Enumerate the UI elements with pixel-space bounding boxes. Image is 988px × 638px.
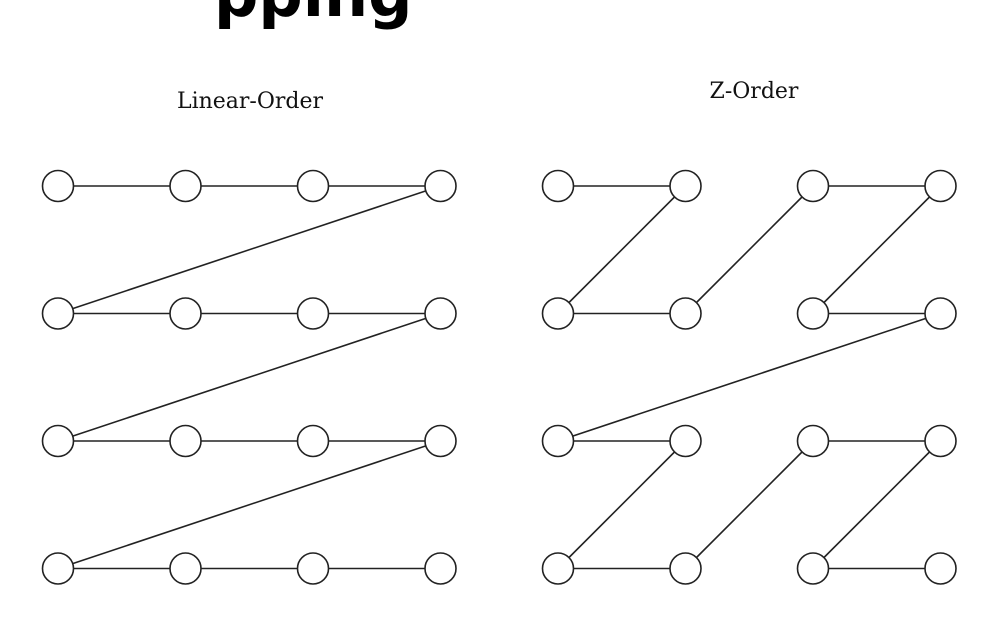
linear-order-node	[169, 297, 202, 330]
z-order-panel	[541, 169, 957, 585]
linear-order-node	[424, 552, 457, 585]
linear-order-node	[41, 297, 75, 330]
linear-order-node	[169, 424, 202, 458]
linear-order-node	[41, 169, 75, 203]
linear-order-node	[424, 424, 457, 458]
linear-order-node	[296, 297, 330, 330]
linear-order-panel	[41, 169, 457, 585]
z-order-node	[924, 297, 957, 330]
z-order-node	[541, 297, 575, 330]
linear-order-edge	[57, 185, 441, 315]
z-order-edge	[812, 185, 942, 315]
linear-order-node	[296, 424, 330, 458]
z-order-title: Z-Order	[709, 79, 799, 104]
z-order-node	[669, 169, 702, 203]
z-order-edge	[684, 440, 814, 570]
z-order-node	[924, 552, 957, 585]
z-order-edge	[812, 440, 942, 570]
linear-order-node	[41, 424, 75, 458]
z-order-node	[796, 552, 830, 585]
z-order-node	[796, 169, 830, 203]
linear-order-node	[41, 552, 75, 585]
linear-order-node	[296, 552, 330, 585]
z-order-node	[541, 169, 575, 203]
linear-order-edge	[57, 312, 441, 442]
linear-order-node	[169, 552, 202, 585]
z-order-node	[924, 169, 957, 203]
linear-order-node	[169, 169, 202, 203]
z-order-node	[924, 424, 957, 458]
z-order-node	[541, 424, 575, 458]
linear-order-node	[424, 169, 457, 203]
linear-order-node	[296, 169, 330, 203]
linear-order-edge	[57, 440, 441, 570]
z-order-node	[796, 297, 830, 330]
z-order-edge	[557, 440, 687, 570]
z-order-edge	[684, 185, 814, 315]
z-order-edge	[557, 185, 687, 315]
z-order-edge	[557, 312, 941, 442]
z-order-node	[669, 552, 702, 585]
z-order-node	[796, 424, 830, 458]
z-order-node	[669, 297, 702, 330]
linear-order-node	[424, 297, 457, 330]
linear-order-title: Linear-Order	[176, 89, 324, 114]
z-order-node	[541, 552, 575, 585]
page-heading-fragment: pping	[214, 0, 413, 26]
z-order-node	[669, 424, 702, 458]
